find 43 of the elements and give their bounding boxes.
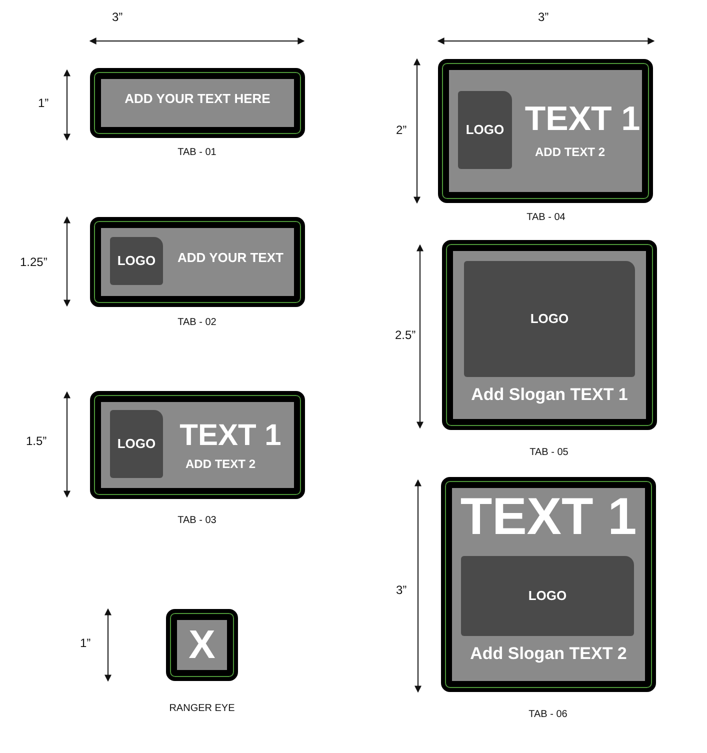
patch-text: Add Slogan TEXT 2 [469, 645, 628, 664]
patch-text: ADD YOUR TEXT [176, 251, 284, 266]
image-placeholder-panel [461, 556, 634, 636]
patch-caption: TAB - 03 [176, 515, 218, 526]
dimension-label: 2.5” [395, 328, 416, 342]
image-placeholder-panel [110, 237, 163, 285]
dimension-label: 1.25” [20, 255, 48, 269]
dimension-label: 2” [396, 123, 407, 137]
patch-shape [90, 391, 305, 499]
dimension-label: 1.5” [26, 434, 47, 448]
patch-caption: RANGER EYE [168, 703, 236, 714]
dimension-label: 1” [38, 96, 49, 110]
placeholder-text: LOGO [117, 436, 156, 452]
patch-text: Add Slogan TEXT 1 [470, 386, 629, 405]
patch-caption: TAB - 04 [526, 212, 566, 223]
placeholder-text: LOGO [466, 122, 504, 138]
patch-caption: TAB - 01 [176, 147, 218, 158]
dimension-label: 3” [396, 583, 407, 597]
patch-shape [90, 217, 305, 307]
placeholder-text: LOGO [528, 588, 567, 604]
image-placeholder-panel [458, 91, 512, 169]
patch-text: ADD YOUR TEXT HERE [124, 92, 272, 106]
patch-caption: TAB - 02 [176, 317, 218, 328]
dimension-label: 3” [538, 10, 549, 24]
patch-shape [442, 240, 657, 430]
patch-caption: TAB - 05 [528, 447, 570, 458]
dimension-label: 3” [112, 10, 123, 24]
patch-text: ADD TEXT 2 [184, 458, 256, 472]
placeholder-text: LOGO [530, 312, 569, 326]
patch-text: TEXT 1 [178, 419, 282, 452]
patch-text: X [188, 623, 216, 667]
patch-shape [441, 477, 656, 692]
patch-text: ADD TEXT 2 [534, 146, 606, 160]
patch-shape [166, 609, 238, 681]
dimension-label: 1” [80, 636, 91, 650]
patch-caption: TAB - 06 [528, 709, 568, 720]
image-placeholder-panel [464, 261, 635, 377]
patch-shape [438, 59, 653, 203]
image-placeholder-panel [110, 410, 163, 478]
patch-text: TEXT 1 [459, 489, 638, 546]
patch-text: TEXT 1 [524, 101, 642, 138]
placeholder-text: LOGO [117, 254, 156, 268]
patch-shape [90, 68, 305, 138]
